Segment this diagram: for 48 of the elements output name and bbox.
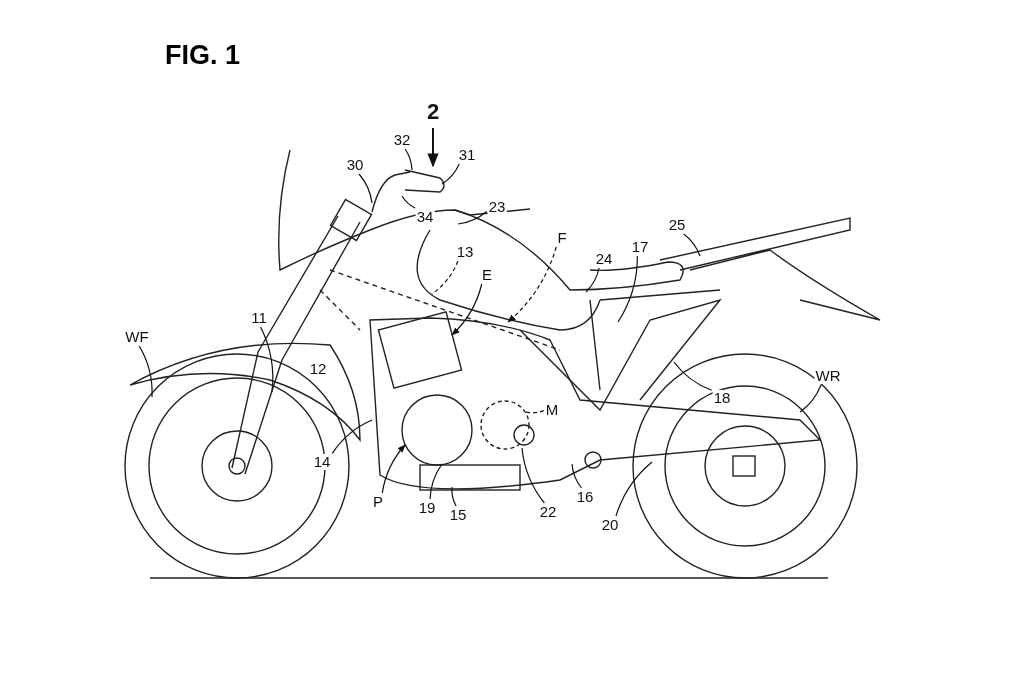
callout-number: 23 <box>487 199 507 215</box>
callout-number: WR <box>814 368 842 384</box>
callout-number: M <box>544 402 560 418</box>
callout-number: E <box>481 267 493 283</box>
callout-number: 16 <box>575 489 595 505</box>
leader-line <box>441 163 460 185</box>
callout-number: 15 <box>448 507 468 523</box>
leader-line <box>259 326 274 393</box>
view-number: 2 <box>425 100 441 124</box>
callout-number: 31 <box>457 147 477 163</box>
callout-number: 22 <box>538 504 558 520</box>
callout-number: 17 <box>630 239 650 255</box>
leader-line <box>138 345 153 398</box>
callout-number: F <box>556 230 568 246</box>
leader-line <box>457 210 488 225</box>
callout-number: 30 <box>345 157 365 173</box>
leader-line <box>615 461 653 517</box>
figure-title: FIG. 1 <box>165 40 240 71</box>
callout-number: 11 <box>250 310 268 326</box>
leader-line <box>683 233 701 257</box>
callout-number: 32 <box>392 132 412 148</box>
callout-number: WF <box>124 329 150 345</box>
leader-line <box>404 148 413 171</box>
callout-number: P <box>372 494 384 510</box>
callout-number: 19 <box>417 500 437 516</box>
callout-number: 20 <box>600 517 620 533</box>
leader-line <box>571 463 583 489</box>
leader-line <box>451 486 457 507</box>
callout-number: 13 <box>455 244 475 260</box>
leader-line <box>451 283 483 336</box>
leader-line <box>673 361 713 391</box>
callout-number: 24 <box>594 251 614 267</box>
leader-line <box>429 463 443 500</box>
leader-line <box>401 195 416 209</box>
leader-line <box>507 246 557 323</box>
leader-line <box>521 447 545 504</box>
leader-line <box>358 173 373 204</box>
leader-line <box>617 255 638 323</box>
callout-number: 34 <box>415 209 435 225</box>
callout-number: 18 <box>712 390 732 406</box>
leader-line <box>585 267 600 293</box>
leader-line <box>381 444 406 494</box>
leader-line <box>525 410 545 414</box>
leader-line <box>799 384 822 413</box>
callout-number: 14 <box>312 454 332 470</box>
callout-number: 12 <box>308 359 328 377</box>
callout-number: 25 <box>667 217 687 233</box>
leader-line <box>331 419 373 454</box>
